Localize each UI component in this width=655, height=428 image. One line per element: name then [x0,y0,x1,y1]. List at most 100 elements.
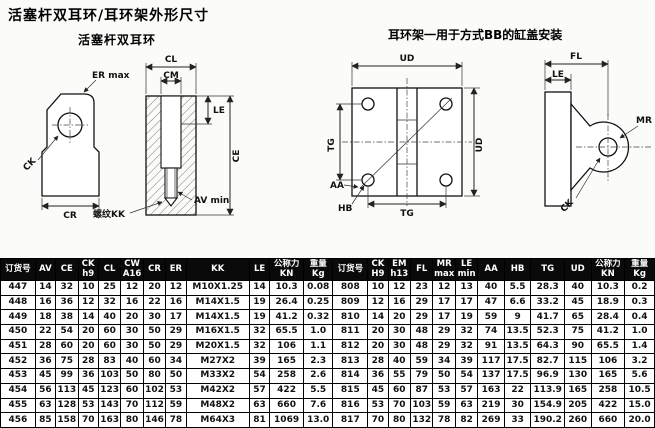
table-cell: 54 [248,368,271,384]
table-cell: 40 [477,280,505,296]
dim-label-hb: HB [338,204,353,214]
dim-label-fl: FL [570,52,582,62]
table-cell: 813 [332,353,369,370]
table-cell: 32 [55,280,79,296]
bolt-hole-tl [361,97,375,111]
table-cell: 87 [409,382,434,399]
table-cell: 82 [454,412,479,428]
table-cell: 57 [454,382,479,399]
table-cell: 205 [564,397,592,414]
col-header: 重量 Kg [302,258,334,281]
table-cell: 13.5 [503,338,532,355]
table-cell: 448 [0,294,36,311]
table-cell: 17 [432,309,456,326]
table-cell: 0.25 [302,294,334,311]
table-cell: 450 [0,324,36,340]
table-cell: 36 [55,294,79,311]
table-cell: 17.5 [503,368,532,384]
table-cell: 809 [332,294,369,311]
table-cell: 20 [387,309,412,326]
table-cell: 812 [332,338,369,355]
table-cell: 41.2 [269,309,304,326]
table-cell: 25 [97,280,122,296]
table-cell: 10.5 [624,382,655,399]
clevis-section-view: CL CM LE CE AV min 螺纹KK [93,55,242,220]
table-cell: 40 [564,280,592,296]
table-cell: 660 [590,412,626,428]
table-cell: 20 [77,324,99,340]
table-cell: 36 [34,353,57,370]
table-cell: 219 [477,397,505,414]
table-cell: 165 [269,353,304,370]
table-cell: 54 [454,368,479,384]
table-cell: M20X1.5 [185,338,250,355]
table-cell: 17.5 [503,353,532,370]
table-cell: M14X1.5 [185,294,250,311]
table-cell: 50 [432,368,456,384]
table-cell: 41.7 [530,309,565,326]
col-header: LE [248,258,271,281]
table-cell: 165 [564,382,592,399]
table-cell: 17 [454,294,479,311]
table-cell: 816 [332,397,369,414]
table-cell: 91 [477,338,505,355]
table-cell: 113 [55,382,79,399]
table-cell: M42X2 [185,382,250,399]
table-cell: 40 [120,353,144,370]
table-cell: 5.5 [302,382,334,399]
table-cell: 814 [332,368,369,384]
table-cell: 32 [248,338,271,355]
table-cell: 23 [409,280,434,296]
table-cell: 70 [120,397,144,414]
table-cell: 123 [97,382,122,399]
col-header: CL [97,258,122,281]
table-cell: 50 [120,368,144,384]
table-cell: 60 [97,324,122,340]
table-cell: 10.3 [590,280,626,296]
col-header: LE min [454,258,479,281]
col-header: 订货号 [332,258,369,281]
table-cell: 34 [165,353,187,370]
table-cell: 60 [97,338,122,355]
table-cell: 33.2 [530,294,565,311]
table-cell: 74 [477,324,505,340]
table-cell: 33 [503,412,532,428]
thread-kk-label: 螺纹KK [93,208,126,220]
dim-label-av-min: AV min [194,196,229,206]
table-cell: 63 [34,397,57,414]
table-cell: 41.2 [590,324,626,340]
dim-label-ce: CE [232,150,242,163]
bolt-hole-br [439,173,453,187]
table-cell: 260 [564,412,592,428]
table-cell: 30 [120,338,144,355]
table-cell: M10X1.25 [185,280,250,296]
table-cell: 808 [332,280,369,296]
table-cell: 146 [142,412,167,428]
table-cell: 78 [432,412,456,428]
dim-label-ud-top: UD [400,54,415,64]
dim-label-er-max: ER max [92,71,130,81]
table-cell: 45 [77,382,99,399]
table-cell: 29 [409,309,434,326]
table-cell: 65.5 [269,324,304,340]
table-cell: 40 [97,309,122,326]
table-cell: M16X1.5 [185,324,250,340]
table-cell: 454 [0,382,36,399]
table-cell: 17 [432,294,456,311]
table-cell: 154.9 [530,397,565,414]
table-cell: 13.5 [503,324,532,340]
col-header: CE [55,258,79,281]
table-cell: 269 [477,412,505,428]
table-cell: 14 [34,280,57,296]
table-cell: 63 [454,397,479,414]
table-cell: 30 [120,324,144,340]
table-cell: 815 [332,382,369,399]
table-cell: 455 [0,397,36,414]
